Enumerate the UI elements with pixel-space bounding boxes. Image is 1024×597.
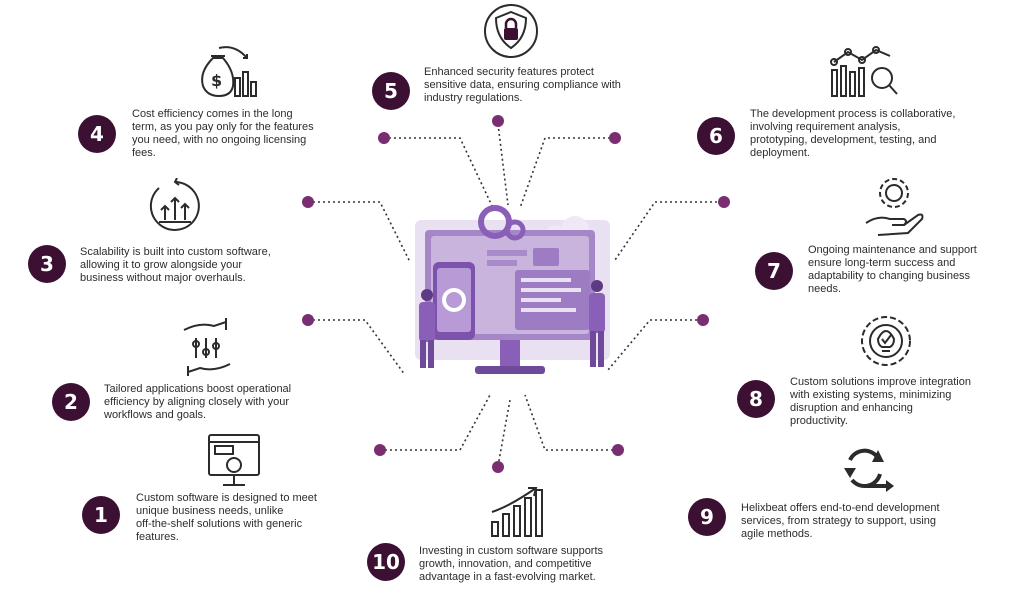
connector-dot (609, 132, 621, 144)
money-bag-chart-icon: $ (201, 46, 257, 98)
item-description: The development process is collaborative… (750, 108, 956, 159)
chart-magnifier-icon (830, 46, 898, 97)
item-number-badge: 5 (372, 72, 410, 110)
item-number-badge: 9 (688, 498, 726, 536)
hand-gear-icon (865, 178, 924, 236)
item-number-badge: 10 (367, 543, 405, 581)
item-number-badge: 8 (737, 380, 775, 418)
hands-sliders-icon (183, 318, 231, 376)
connector-dot (374, 444, 386, 456)
connector-dot (302, 196, 314, 208)
monitor-code-gear-icon (208, 434, 260, 486)
item-description: Scalability is built into custom softwar… (80, 246, 271, 284)
scalability-arrows-icon (149, 178, 200, 231)
connector-dot (492, 115, 504, 127)
connector-dot (718, 196, 730, 208)
item-number-badge: 3 (28, 245, 66, 283)
item-number-badge: 2 (52, 383, 90, 421)
center-illustration (415, 205, 610, 374)
connector-dot (492, 461, 504, 473)
connector-dot (697, 314, 709, 326)
item-number-badge: 6 (697, 117, 735, 155)
item-number-badge: 7 (755, 252, 793, 290)
connector-dot (302, 314, 314, 326)
connector-dot (378, 132, 390, 144)
connector-dot (612, 444, 624, 456)
growth-bars-icon (491, 487, 543, 537)
shield-lock-icon (484, 4, 538, 58)
item-number-badge: 1 (82, 496, 120, 534)
svg-text:$: $ (211, 71, 222, 90)
item-number-badge: 4 (78, 115, 116, 153)
gear-check-icon (861, 316, 911, 366)
cycle-arrows-icon (844, 448, 894, 492)
